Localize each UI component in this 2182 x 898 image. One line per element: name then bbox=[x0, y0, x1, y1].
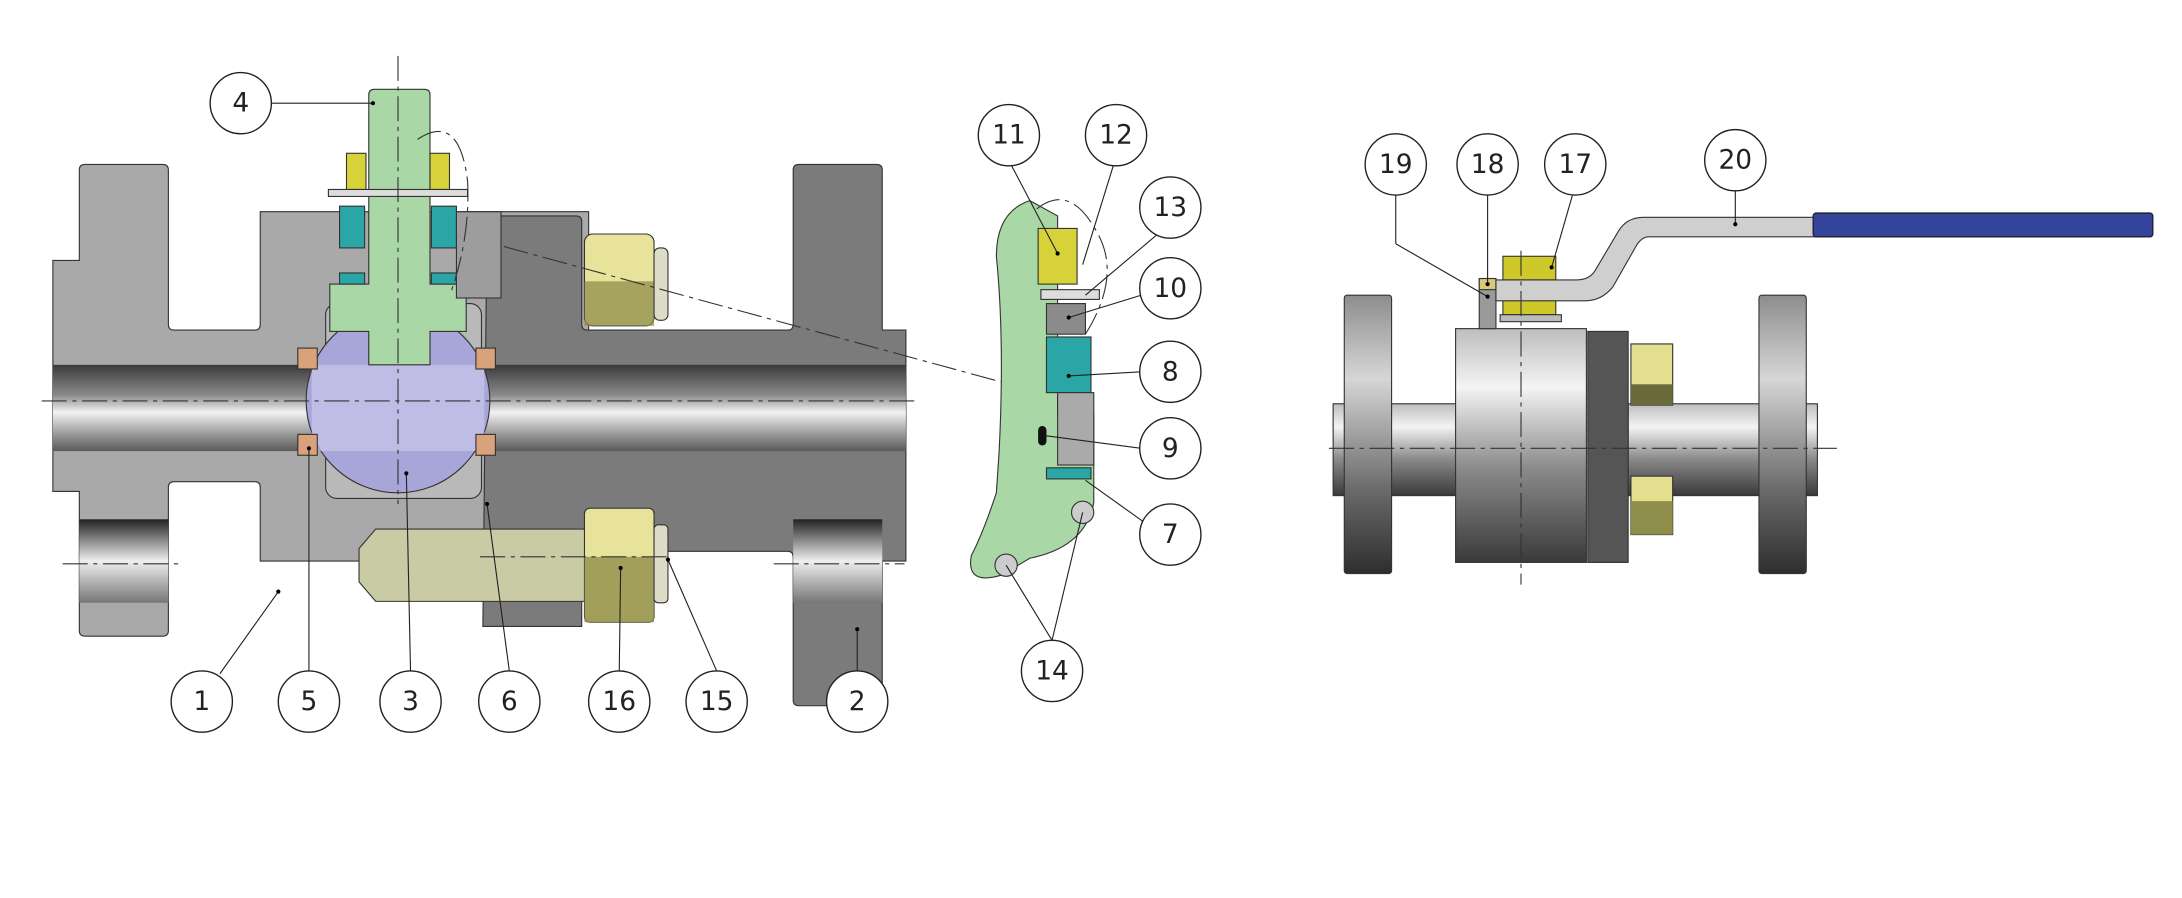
callout-number: 4 bbox=[232, 88, 249, 119]
callout-number: 3 bbox=[402, 686, 419, 717]
stem-nut-upper bbox=[1502, 255, 1557, 281]
callout-number: 2 bbox=[849, 686, 866, 717]
callout-10: 10 bbox=[1139, 256, 1202, 320]
gland-nuts bbox=[345, 152, 451, 191]
callout-number: 20 bbox=[1718, 145, 1752, 176]
callout-12: 12 bbox=[1084, 103, 1148, 167]
callout-15: 15 bbox=[685, 670, 748, 733]
left-flange-bolt-hole bbox=[79, 519, 169, 603]
callout-6: 6 bbox=[478, 670, 541, 733]
callout-3: 3 bbox=[379, 670, 442, 733]
callout-2: 2 bbox=[825, 670, 889, 733]
callout-1: 1 bbox=[170, 670, 234, 733]
bonnet-boss bbox=[455, 211, 502, 299]
stem-washer bbox=[1499, 314, 1562, 323]
callout-number: 17 bbox=[1558, 149, 1592, 180]
flange-right bbox=[1758, 294, 1807, 575]
callout-number: 14 bbox=[1035, 655, 1069, 686]
callout-number: 12 bbox=[1099, 120, 1133, 151]
callout-number: 11 bbox=[992, 120, 1026, 151]
valve-end-cap bbox=[1587, 330, 1629, 563]
detail-thrust-washer bbox=[1045, 467, 1092, 480]
callout-number: 15 bbox=[700, 686, 734, 717]
right-flange-bolt-hole bbox=[793, 519, 883, 603]
section-view bbox=[41, 55, 1005, 707]
side-view bbox=[1328, 212, 2154, 585]
callout-number: 6 bbox=[501, 686, 518, 717]
detail-gland-nut bbox=[1037, 227, 1078, 285]
callout-number: 18 bbox=[1471, 149, 1505, 180]
callout-16: 16 bbox=[587, 670, 651, 733]
callout-number: 9 bbox=[1162, 433, 1179, 464]
detail-gland bbox=[1045, 303, 1086, 335]
callout-14: 14 bbox=[1020, 639, 1084, 703]
callout-11: 11 bbox=[977, 103, 1041, 167]
handle-grip bbox=[1812, 212, 2154, 238]
callout-7: 7 bbox=[1139, 503, 1202, 566]
callout-5: 5 bbox=[277, 670, 341, 733]
callout-18: 18 bbox=[1456, 133, 1519, 196]
callout-17: 17 bbox=[1543, 133, 1607, 196]
callout-number: 13 bbox=[1153, 192, 1187, 223]
callout-number: 8 bbox=[1162, 356, 1179, 387]
callout-number: 7 bbox=[1162, 519, 1179, 550]
detail-packing bbox=[1045, 336, 1092, 394]
body-bolt-top bbox=[583, 233, 669, 327]
callout-number: 19 bbox=[1379, 149, 1413, 180]
seat-rings bbox=[297, 347, 496, 456]
detail-pin-lower bbox=[994, 553, 1018, 577]
callout-8: 8 bbox=[1139, 340, 1202, 404]
detail-stem bbox=[970, 199, 1095, 579]
stem-packing bbox=[338, 205, 457, 285]
callout-9: 9 bbox=[1139, 416, 1202, 480]
leader-lines bbox=[219, 101, 1738, 675]
callout-number: 5 bbox=[301, 686, 318, 717]
callout-13: 13 bbox=[1139, 176, 1202, 239]
callout-20: 20 bbox=[1703, 128, 1767, 192]
callout-number: 10 bbox=[1153, 273, 1187, 304]
detail-body bbox=[1057, 392, 1095, 466]
side-bolts bbox=[1630, 343, 1674, 536]
callout-4: 4 bbox=[209, 71, 273, 135]
flange-left bbox=[1343, 294, 1393, 575]
stem-seal-detail bbox=[970, 199, 1108, 579]
callout-19: 19 bbox=[1364, 133, 1428, 196]
detail-washer bbox=[1040, 289, 1100, 300]
callout-number: 1 bbox=[193, 686, 210, 717]
detail-oring bbox=[1038, 426, 1047, 446]
callout-number: 16 bbox=[602, 686, 636, 717]
